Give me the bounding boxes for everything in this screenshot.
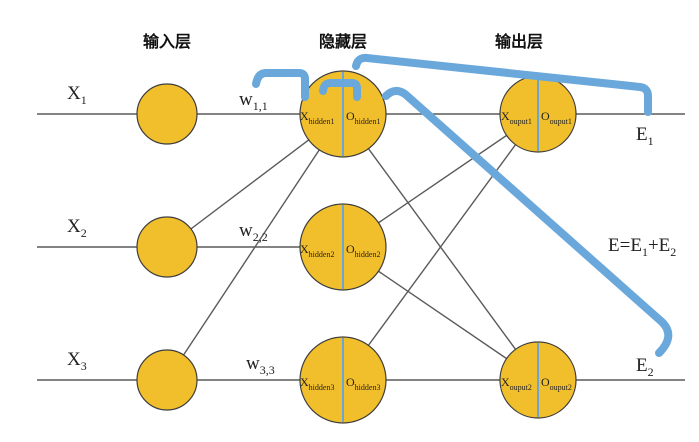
backprop-arrows (252, 53, 673, 357)
hidden-node-3-o-sub: hidden3 (355, 383, 381, 392)
input-label-1: X1 (67, 83, 87, 107)
output-node-1: Xouput1 Oouput1 (499, 75, 577, 153)
svg-text:Ohidden3: Ohidden3 (346, 375, 380, 392)
connection-i3-h1 (166, 113, 344, 381)
svg-text:Xouput2: Xouput2 (501, 375, 532, 392)
output-node-1-x-sub: ouput1 (510, 117, 532, 126)
svg-text:Oouput1: Oouput1 (541, 109, 572, 126)
input-label-3: X3 (67, 349, 87, 373)
hidden-node-2: Xhidden2 Ohidden2 (299, 203, 387, 291)
output-node-1-o-sub: ouput1 (550, 117, 572, 126)
hidden-node-2-o-sub: hidden2 (355, 250, 381, 259)
hidden-node-2-x-var: X (300, 242, 309, 256)
hidden-layer-title: 隐藏层 (319, 32, 367, 51)
svg-text:Xouput1: Xouput1 (501, 109, 532, 126)
svg-text:Xhidden3: Xhidden3 (300, 375, 334, 392)
input-nodes (136, 83, 198, 411)
total-error-formula: E=E1+E2 (608, 235, 676, 259)
backprop-arrow-e2 (382, 87, 673, 357)
hidden-node-1-x-sub: hidden1 (309, 117, 335, 126)
connection-h3-o1 (342, 113, 539, 381)
error-label-2: E2 (636, 355, 654, 379)
input-label-2: X2 (67, 216, 87, 240)
output-layer-title: 输出层 (495, 32, 543, 51)
input-node-3 (136, 349, 198, 411)
hidden-node-1-x-var: X (300, 109, 309, 123)
svg-text:Oouput2: Oouput2 (541, 375, 572, 392)
output-node-2-x-sub: ouput2 (510, 383, 532, 392)
output-node-2-x-var: X (501, 375, 510, 389)
svg-text:Xhidden1: Xhidden1 (300, 109, 334, 126)
input-node-1 (136, 83, 198, 145)
hidden-node-3-x-var: X (300, 375, 309, 389)
hidden-node-2-x-sub: hidden2 (309, 250, 335, 259)
hidden-node-3: Xhidden3 Ohidden3 (299, 336, 387, 424)
input-layer-title: 输入层 (143, 32, 191, 51)
backprop-arrow-to-weight (252, 69, 309, 101)
output-node-2-o-sub: ouput2 (550, 383, 572, 392)
hidden-node-3-o-var: O (346, 375, 355, 389)
svg-text:Ohidden1: Ohidden1 (346, 109, 380, 126)
svg-text:Xhidden2: Xhidden2 (300, 242, 334, 259)
output-node-2-o-var: O (541, 375, 550, 389)
backprop-arrow-hidden-internal (319, 79, 361, 101)
output-node-2: Xouput2 Oouput2 (499, 341, 577, 419)
error-label-1: E1 (636, 124, 654, 148)
backprop-arrow-e1 (352, 53, 652, 116)
output-node-1-o-var: O (541, 109, 550, 123)
hidden-node-1-o-sub: hidden1 (355, 117, 381, 126)
weight-label-3: w3,3 (246, 353, 275, 377)
svg-text:Ohidden2: Ohidden2 (346, 242, 380, 259)
hidden-node-2-o-var: O (346, 242, 355, 256)
weight-label-2: w2,2 (239, 220, 268, 244)
output-node-1-x-var: X (501, 109, 510, 123)
hidden-node-3-x-sub: hidden3 (309, 383, 335, 392)
hidden-node-1-o-var: O (346, 109, 355, 123)
input-node-2 (136, 216, 198, 278)
weight-label-1: w1,1 (239, 89, 268, 113)
